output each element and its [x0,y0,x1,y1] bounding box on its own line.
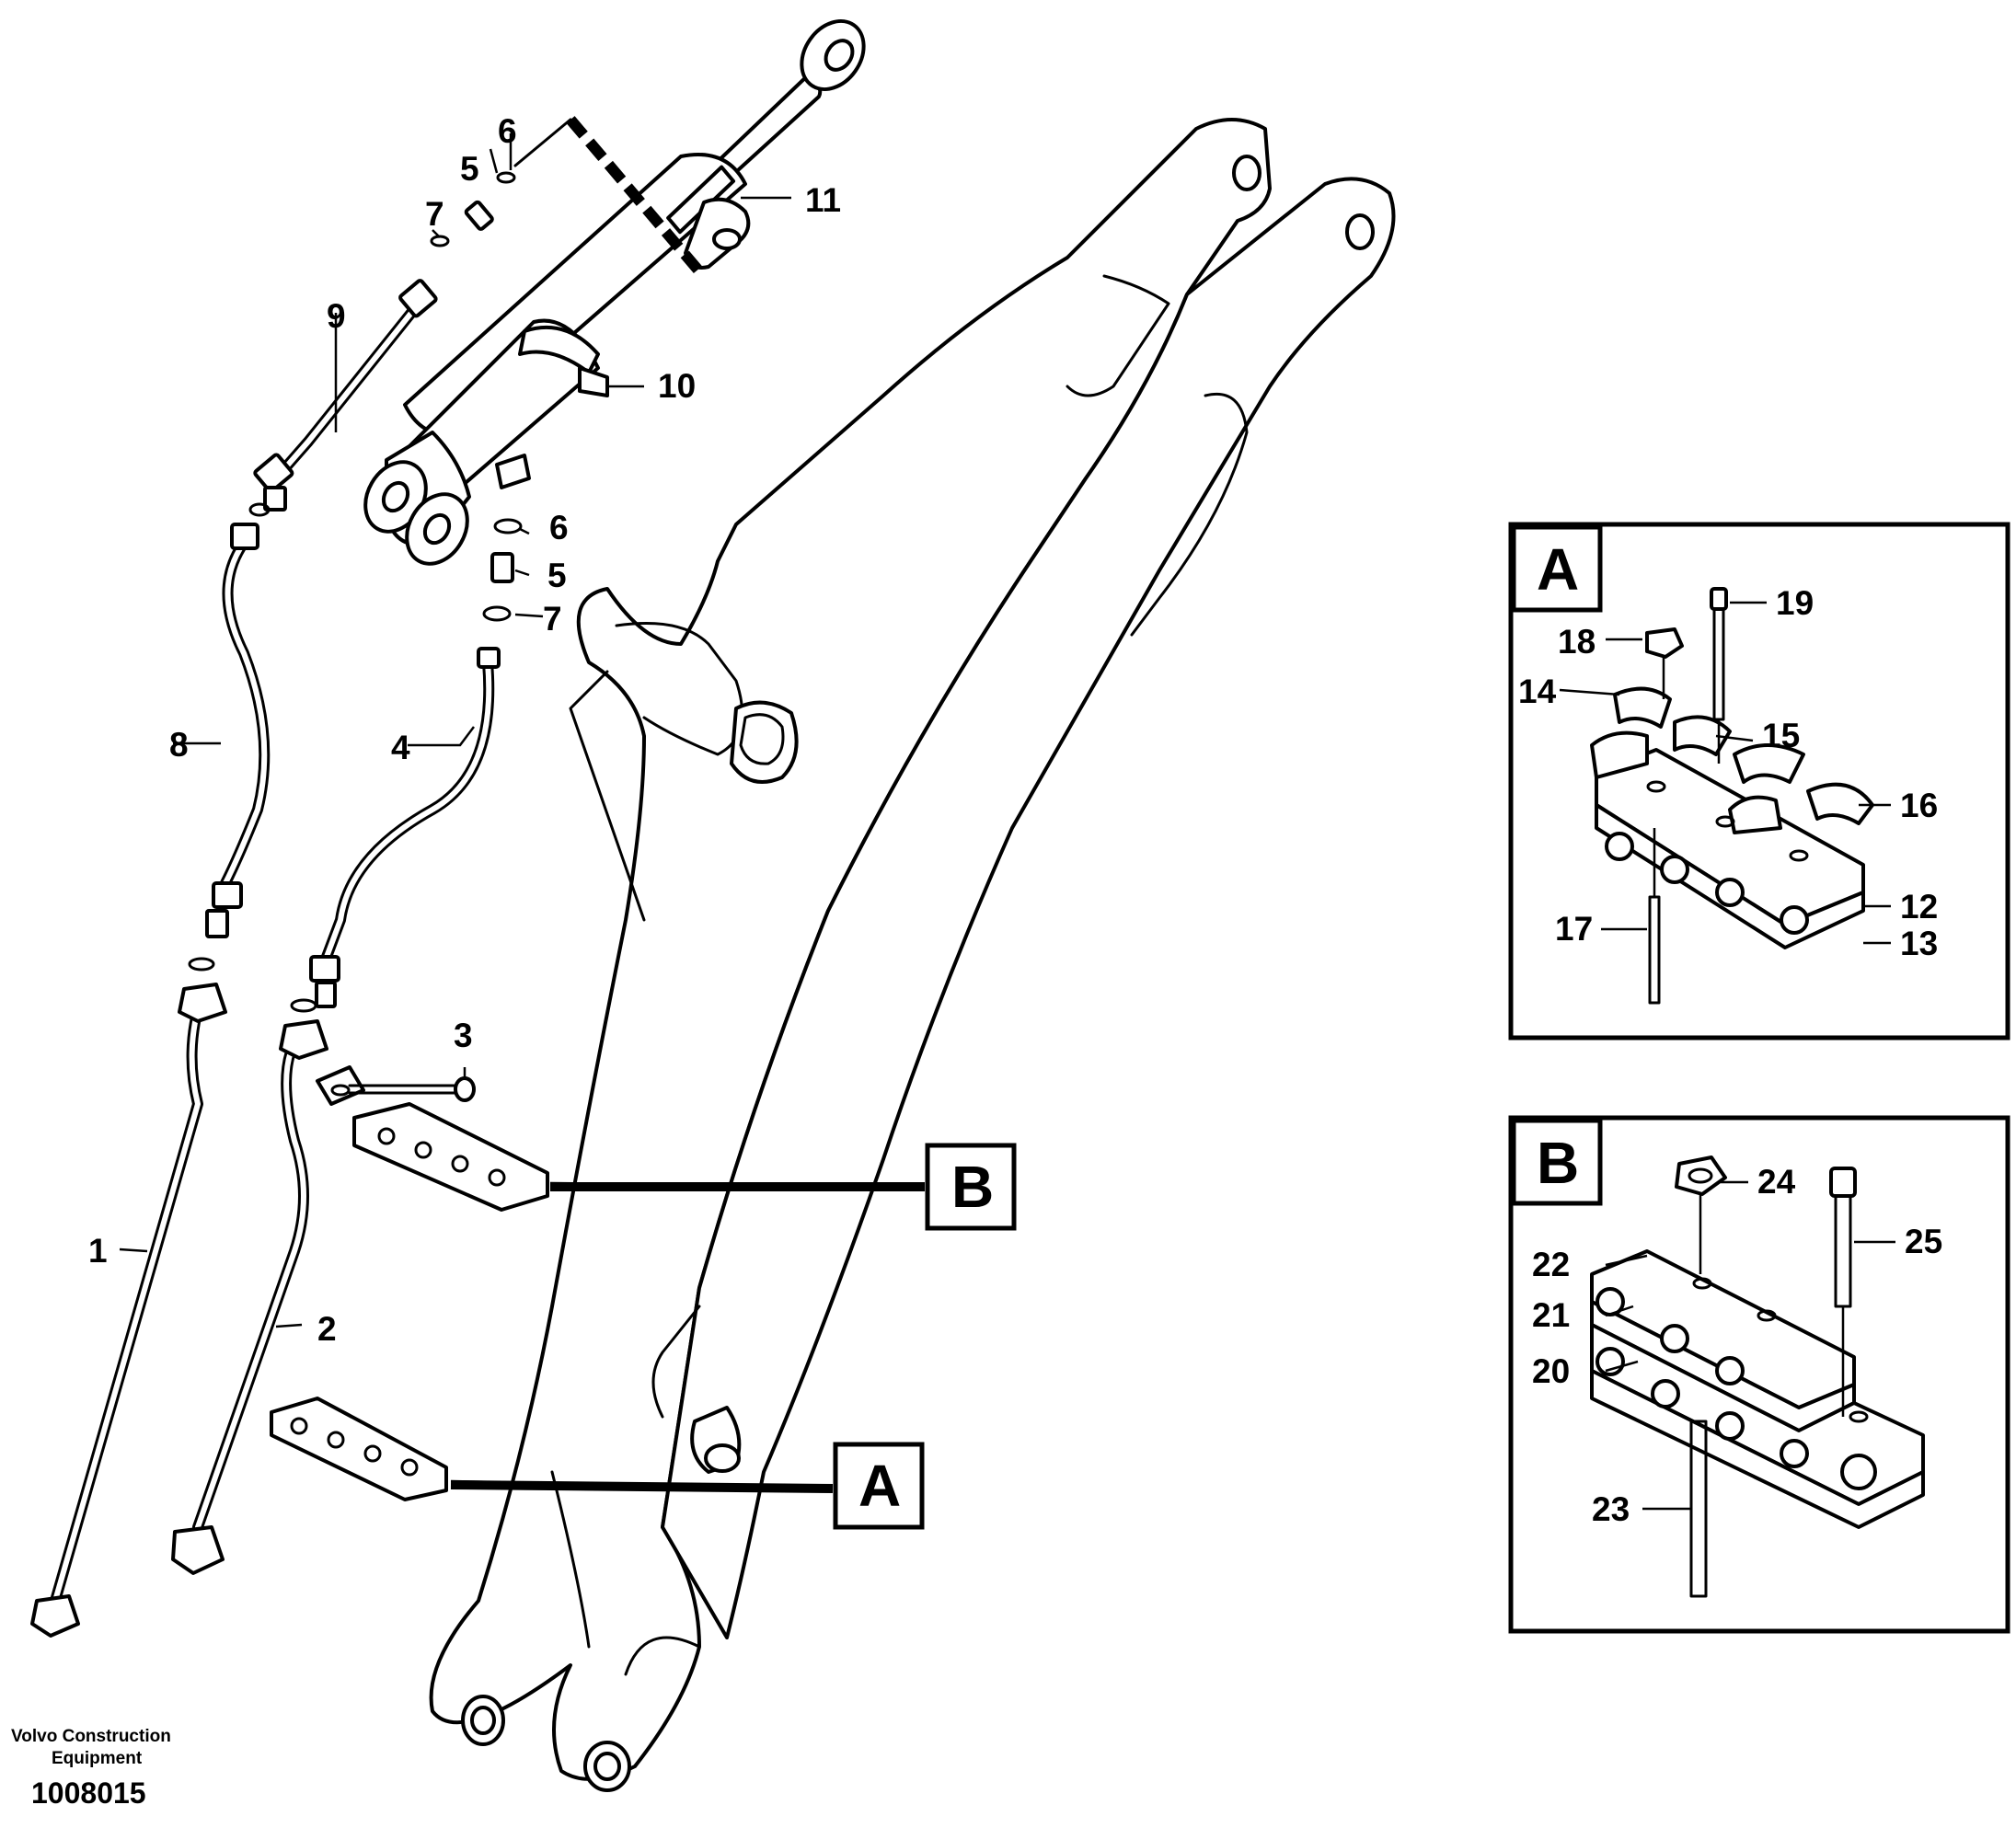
bracket-bolt [316,1065,476,1106]
callout-24: 24 [1757,1163,1796,1201]
footer: Volvo Construction Equipment 1008015 [11,1727,171,1810]
callout-10: 10 [658,367,696,405]
hose-line-2 [171,1019,328,1575]
hose-line-9 [253,279,438,512]
detail-b-callouts: 24 25 22 21 20 23 [1532,1163,1942,1528]
hose-line-1 [30,983,227,1638]
callout-14: 14 [1518,673,1557,710]
detail-a-title: A [1537,536,1579,603]
callout-25: 25 [1905,1223,1942,1260]
callout-4: 4 [391,729,410,766]
brand-line-2: Equipment [52,1749,143,1768]
main-callouts: 1 2 3 4 5 5 6 6 7 7 8 9 10 11 [88,112,841,1348]
callout-11: 11 [805,181,841,219]
callout-3: 3 [454,1017,473,1054]
callout-19: 19 [1776,584,1814,622]
callout-leaders [119,133,926,1493]
callout-15: 15 [1762,717,1800,754]
clamp-b-main [352,1102,549,1212]
callout-7-lower: 7 [543,600,562,638]
callout-6-upper: 6 [498,112,517,150]
callout-13: 13 [1900,925,1938,962]
callout-1: 1 [88,1232,108,1270]
callout-5-upper: 5 [460,150,479,188]
detail-ref-b: B [925,1143,1017,1231]
detail-ref-a: A [833,1442,925,1530]
figure-id: 1008015 [31,1776,146,1810]
callout-12: 12 [1900,888,1938,925]
fittings [188,171,523,1013]
callout-7-upper: 7 [425,195,444,233]
detail-ref-b-letter: B [951,1154,994,1220]
callout-16: 16 [1900,787,1938,824]
detail-b-title: B [1537,1130,1579,1196]
callout-17: 17 [1555,910,1593,948]
detail-a-callouts: 19 18 14 15 16 12 13 17 [1518,584,1938,962]
detail-a-panel: A [1508,522,2010,1040]
clamp-a-main [270,1397,448,1501]
detail-ref-a-letter: A [858,1453,901,1519]
callout-20: 20 [1532,1352,1570,1390]
callout-18: 18 [1558,623,1596,661]
detail-b-panel: B [1508,1115,2010,1634]
brand-line-1: Volvo Construction [11,1727,171,1746]
hose-line-8 [205,523,271,938]
callout-22: 22 [1532,1246,1570,1283]
callout-9: 9 [327,297,346,335]
callout-5-lower: 5 [547,557,567,594]
callout-6-lower: 6 [549,509,569,546]
callout-2: 2 [317,1310,337,1348]
callout-23: 23 [1592,1490,1630,1528]
callout-8: 8 [169,726,189,764]
hydraulic-cylinder [363,18,866,566]
callout-21: 21 [1532,1296,1570,1334]
hose-line-4 [309,647,501,1008]
